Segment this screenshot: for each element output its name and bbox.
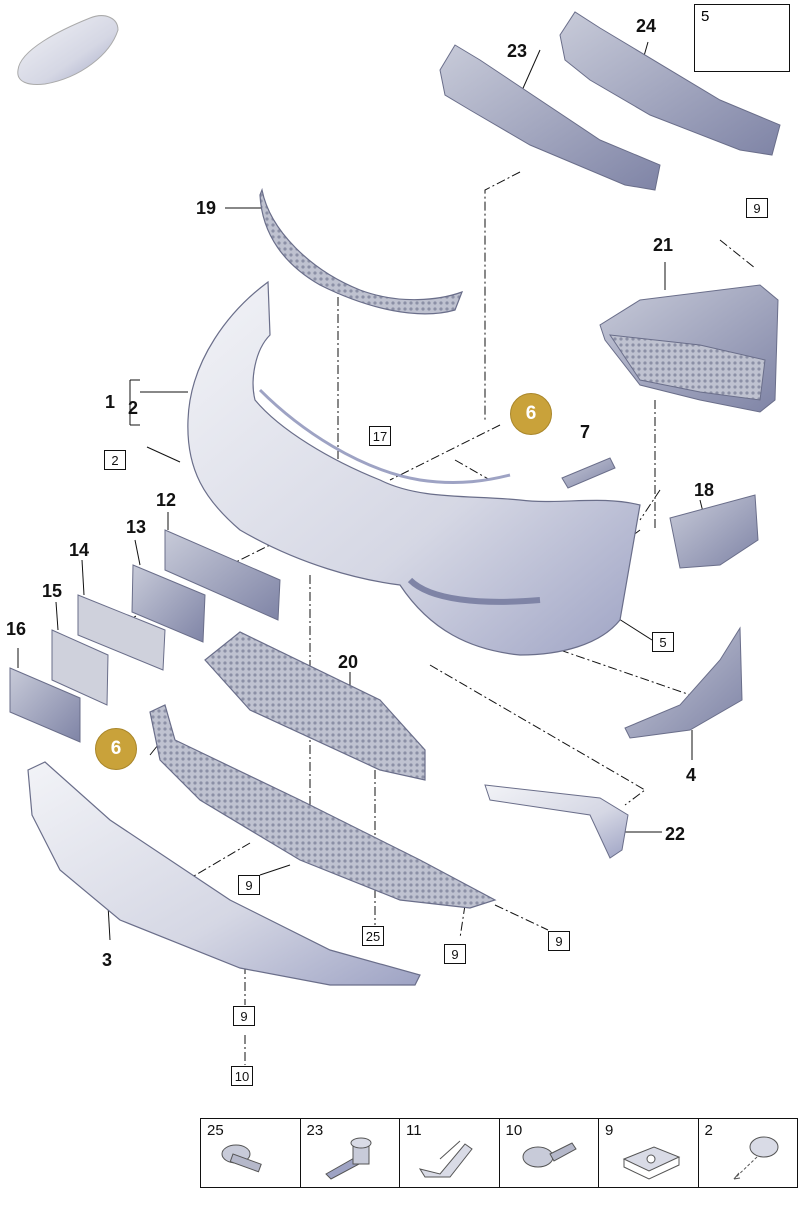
part-label-1: 1	[105, 392, 116, 412]
spring-clip-icon	[418, 1140, 473, 1178]
screw-clip-icon	[324, 1137, 371, 1180]
part-14-plate	[77, 594, 166, 671]
part-12-license-plate-bracket	[164, 529, 281, 621]
legend-number: 9	[605, 1122, 614, 1139]
solid-leaders	[17, 41, 706, 941]
part-18-right-trim	[669, 494, 759, 569]
part-label-13: 13	[126, 517, 147, 537]
part-3-front-spoiler	[27, 761, 421, 986]
legend-number: 11	[406, 1122, 422, 1139]
callout-6: 6	[510, 393, 552, 435]
boxed-label-9: 9	[238, 875, 260, 895]
part-6-lower-grille	[149, 704, 497, 909]
part-20-lower-grille-carrier	[204, 631, 426, 781]
part-label-7: 7	[580, 422, 591, 442]
leader-lines	[99, 171, 756, 1065]
part-24-bracket	[559, 11, 781, 156]
boxed-label-10: 10	[231, 1066, 253, 1086]
part-19-upper-grille	[259, 187, 464, 315]
legend-number: 23	[306, 1122, 324, 1139]
speed-nut-icon	[622, 1146, 681, 1180]
part-label-20: 20	[338, 652, 359, 672]
legend-number: 2	[704, 1122, 713, 1139]
expansion-rivet-icon	[522, 1142, 577, 1168]
part-label-3: 3	[102, 950, 113, 970]
boxed-label-9: 9	[548, 931, 570, 951]
part-label-24: 24	[636, 16, 657, 36]
part-label-14: 14	[69, 540, 90, 560]
callout-6: 6	[95, 728, 137, 770]
part-16-plate	[9, 667, 81, 743]
car-thumbnail-icon	[17, 15, 119, 85]
boxed-label-9: 9	[746, 198, 768, 218]
part-1-bumper-cover	[187, 280, 641, 656]
legend-number: 10	[505, 1122, 523, 1139]
boxed-label-17: 17	[369, 426, 391, 446]
legend-cell-25: 25	[201, 1119, 301, 1187]
part-label-2: 2	[128, 398, 139, 418]
cap-plug-icon	[733, 1136, 778, 1180]
boxed-label-25: 25	[362, 926, 384, 946]
legend-number: 25	[207, 1122, 224, 1139]
part-label-18: 18	[694, 480, 715, 500]
part-4-side-duct	[624, 626, 743, 739]
legend-cell-10: 10	[500, 1119, 599, 1187]
legend-cell-9: 9	[599, 1119, 699, 1187]
part-7-small-bracket	[561, 457, 616, 489]
part-label-21: 21	[653, 235, 674, 255]
part-13-plate	[131, 564, 206, 643]
boxed-label-9: 9	[444, 944, 466, 964]
boxed-label-5: 5	[652, 632, 674, 652]
part-label-15: 15	[42, 581, 63, 601]
part-22-trim-strip	[484, 784, 629, 859]
part-label-16: 16	[6, 619, 27, 639]
legend-cell-11: 11	[400, 1119, 500, 1187]
part-23-bracket	[439, 44, 661, 191]
push-rivet-icon	[221, 1144, 262, 1173]
part-label-12: 12	[156, 490, 177, 510]
part-label-4: 4	[686, 765, 697, 785]
part-label-23: 23	[507, 41, 528, 61]
fastener-legend: 25 23 11 10	[200, 1118, 798, 1188]
legend-cell-2: 2	[699, 1119, 798, 1187]
boxed-label-9: 9	[233, 1006, 255, 1026]
part-15-plate	[51, 629, 109, 706]
part-label-22: 22	[665, 824, 686, 844]
legend-cell-23: 23	[301, 1119, 400, 1187]
boxed-label-2: 2	[104, 450, 126, 470]
inset-number: 5	[701, 8, 710, 25]
inset-tape: 5	[694, 4, 790, 72]
part-label-19: 19	[196, 198, 217, 218]
